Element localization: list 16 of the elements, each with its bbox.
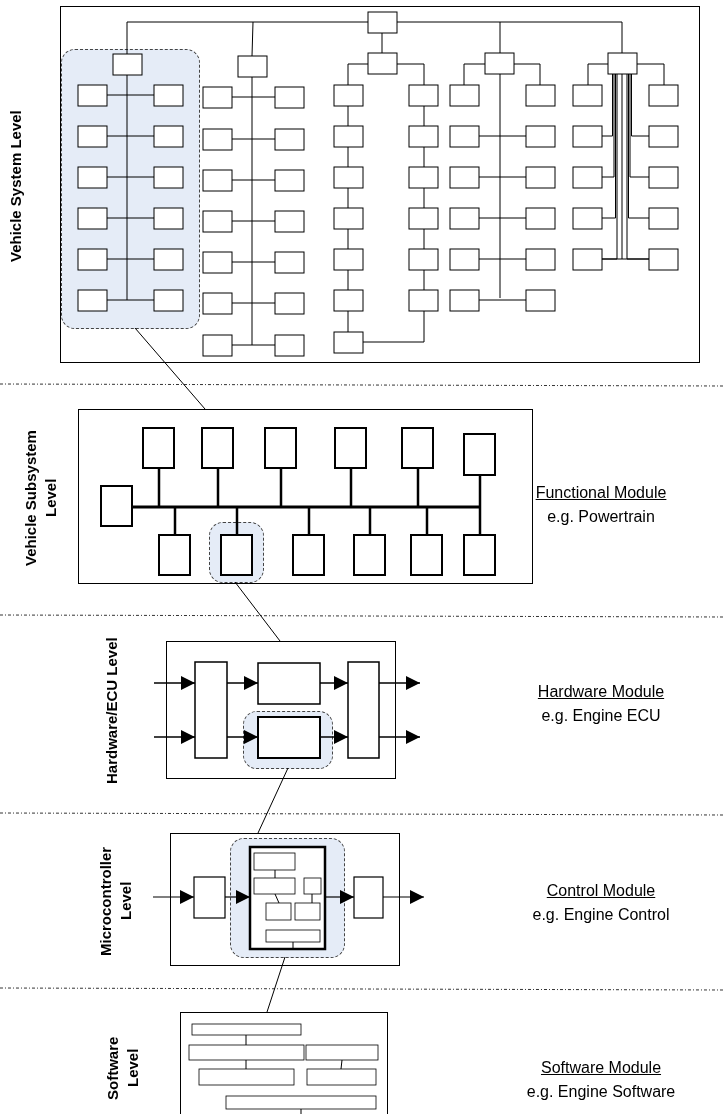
module-title: Software Module [540, 1058, 662, 1078]
level-label: Microcontroller Level [96, 844, 135, 958]
module-example: e.g. Powertrain [547, 507, 655, 527]
module-title: Control Module [546, 881, 656, 901]
module-example: e.g. Engine Software [526, 1082, 676, 1102]
module-title: Functional Module [535, 483, 667, 503]
level-label: Hardware/ECU Level [102, 636, 121, 786]
level-label: Vehicle System Level [6, 108, 25, 264]
module-example: e.g. Engine ECU [541, 706, 661, 726]
level-label: Software Level [103, 1035, 142, 1102]
module-title: Hardware Module [537, 682, 665, 702]
leader-line [234, 581, 281, 642]
leader-line [134, 327, 206, 410]
module-example: e.g. Engine Control [532, 905, 670, 925]
level-label: Vehicle Subsystem Level [21, 428, 60, 568]
leader-line [266, 956, 286, 1013]
